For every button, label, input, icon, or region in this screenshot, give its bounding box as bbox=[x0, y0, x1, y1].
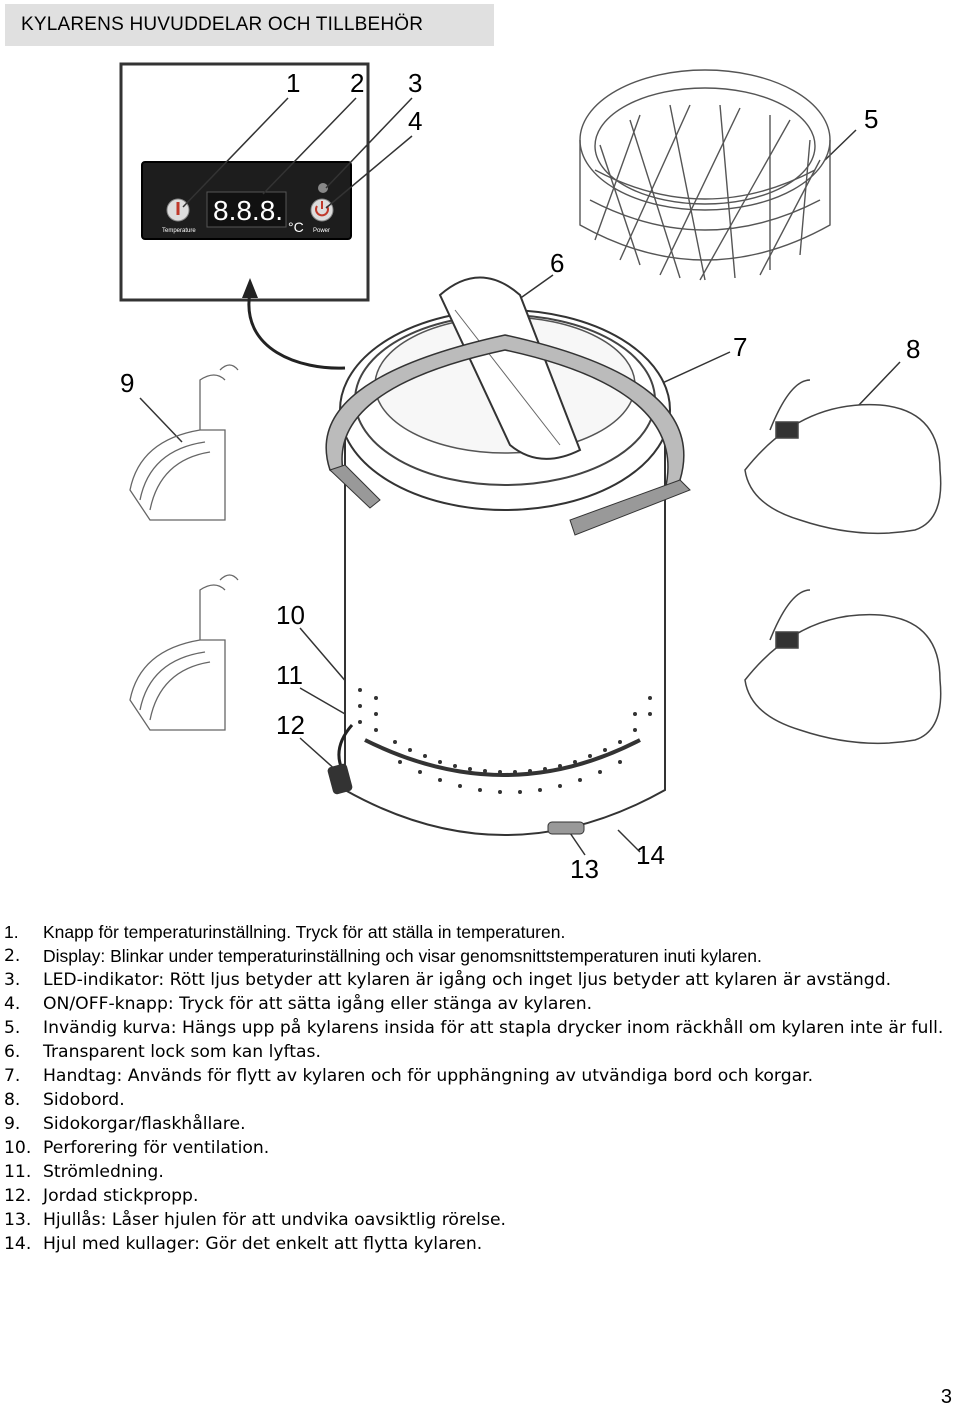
callout-9: 9 bbox=[120, 368, 134, 398]
section-title: KYLARENS HUVUDDELAR OCH TILLBEHÖR bbox=[21, 14, 424, 35]
list-item: 5.Invändig kurva: Hängs upp på kylarens … bbox=[4, 1018, 944, 1038]
list-item: 3.LED-indikator: Rött ljus betyder att k… bbox=[4, 970, 892, 990]
callout-1: 1 bbox=[286, 68, 300, 98]
list-item: 1.Knapp för temperaturinställning. Tryck… bbox=[4, 922, 566, 942]
list-item: 2.Display: Blinkar under temperaturinstä… bbox=[4, 946, 762, 966]
cooler-illustration: Temperature 8.8.8. °C Power bbox=[119, 62, 942, 884]
wire-basket bbox=[579, 69, 831, 281]
display-digits: 8.8.8. bbox=[213, 195, 283, 226]
list-item: 12.Jordad stickpropp. bbox=[4, 1186, 199, 1206]
section-header: KYLARENS HUVUDDELAR OCH TILLBEHÖR bbox=[5, 4, 494, 46]
callout-3: 3 bbox=[408, 68, 422, 98]
control-panel: Temperature 8.8.8. °C Power bbox=[119, 62, 370, 302]
parts-list: 1.Knapp för temperaturinställning. Tryck… bbox=[0, 920, 960, 1256]
callout-12: 12 bbox=[276, 710, 305, 740]
callout-5: 5 bbox=[864, 104, 878, 134]
list-item: 7.Handtag: Används för flytt av kylaren … bbox=[4, 1066, 814, 1086]
callout-11: 11 bbox=[276, 660, 303, 690]
list-item: 10.Perforering för ventilation. bbox=[4, 1138, 270, 1158]
list-item: 13.Hjullås: Låser hjulen för att undvika… bbox=[4, 1210, 506, 1230]
cooler-body bbox=[325, 276, 691, 836]
power-label: Power bbox=[313, 228, 330, 234]
list-item: 6.Transparent lock som kan lyftas. bbox=[4, 1042, 321, 1062]
callout-6: 6 bbox=[550, 248, 564, 278]
callout-2: 2 bbox=[350, 68, 364, 98]
list-item: 9.Sidokorgar/flaskhållare. bbox=[4, 1114, 246, 1134]
list-item: 14.Hjul med kullager: Gör det enkelt att… bbox=[4, 1234, 483, 1254]
page-number: 3 bbox=[940, 1386, 952, 1408]
callout-7: 7 bbox=[733, 332, 747, 362]
callout-8: 8 bbox=[906, 334, 920, 364]
callout-13: 13 bbox=[570, 854, 599, 884]
callout-14: 14 bbox=[636, 840, 665, 870]
list-item: 11.Strömledning. bbox=[4, 1162, 164, 1182]
unit-label: °C bbox=[288, 219, 304, 235]
list-item: 8.Sidobord. bbox=[4, 1090, 125, 1110]
callout-10: 10 bbox=[276, 600, 305, 630]
side-basket bbox=[129, 364, 239, 731]
callout-4: 4 bbox=[408, 106, 422, 136]
side-table bbox=[744, 379, 942, 745]
list-item: 4.ON/OFF-knapp: Tryck för att sätta igån… bbox=[4, 994, 593, 1014]
temperature-label: Temperature bbox=[162, 228, 196, 234]
